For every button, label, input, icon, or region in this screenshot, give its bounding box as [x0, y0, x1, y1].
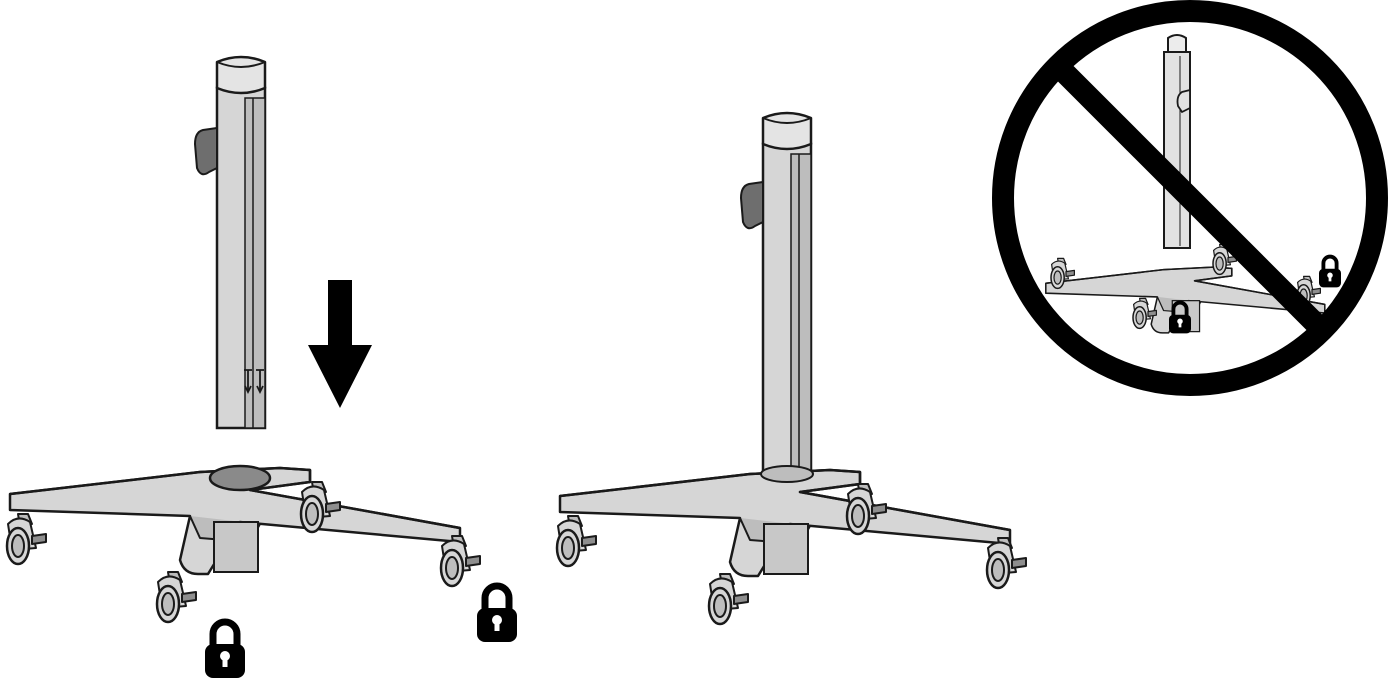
down-arrow-icon: [308, 280, 372, 408]
column: [1164, 35, 1190, 248]
column-hook-icon: [741, 182, 763, 228]
caster-wheel-icon: [441, 536, 480, 586]
caster-wheel-icon: [157, 572, 196, 622]
panel-assembled-cart: [557, 113, 1026, 624]
column: [761, 113, 813, 482]
column: [217, 57, 265, 428]
column-hook-icon: [1178, 90, 1191, 112]
caster-wheel-icon: [557, 516, 596, 566]
lock-icon: [1319, 257, 1341, 288]
panel-incorrect-assembly: [1003, 11, 1377, 385]
caster-wheel-icon: [987, 538, 1026, 588]
column-socket: [210, 466, 270, 490]
cart-base: [10, 466, 460, 574]
caster-wheel-icon: [7, 514, 46, 564]
caster-wheel-icon: [709, 574, 748, 624]
lock-icon: [477, 586, 517, 642]
column-hook-icon: [195, 128, 217, 174]
lock-icon: [205, 622, 245, 678]
panel-insert-column: [7, 57, 517, 678]
cart-base: [560, 470, 1010, 576]
